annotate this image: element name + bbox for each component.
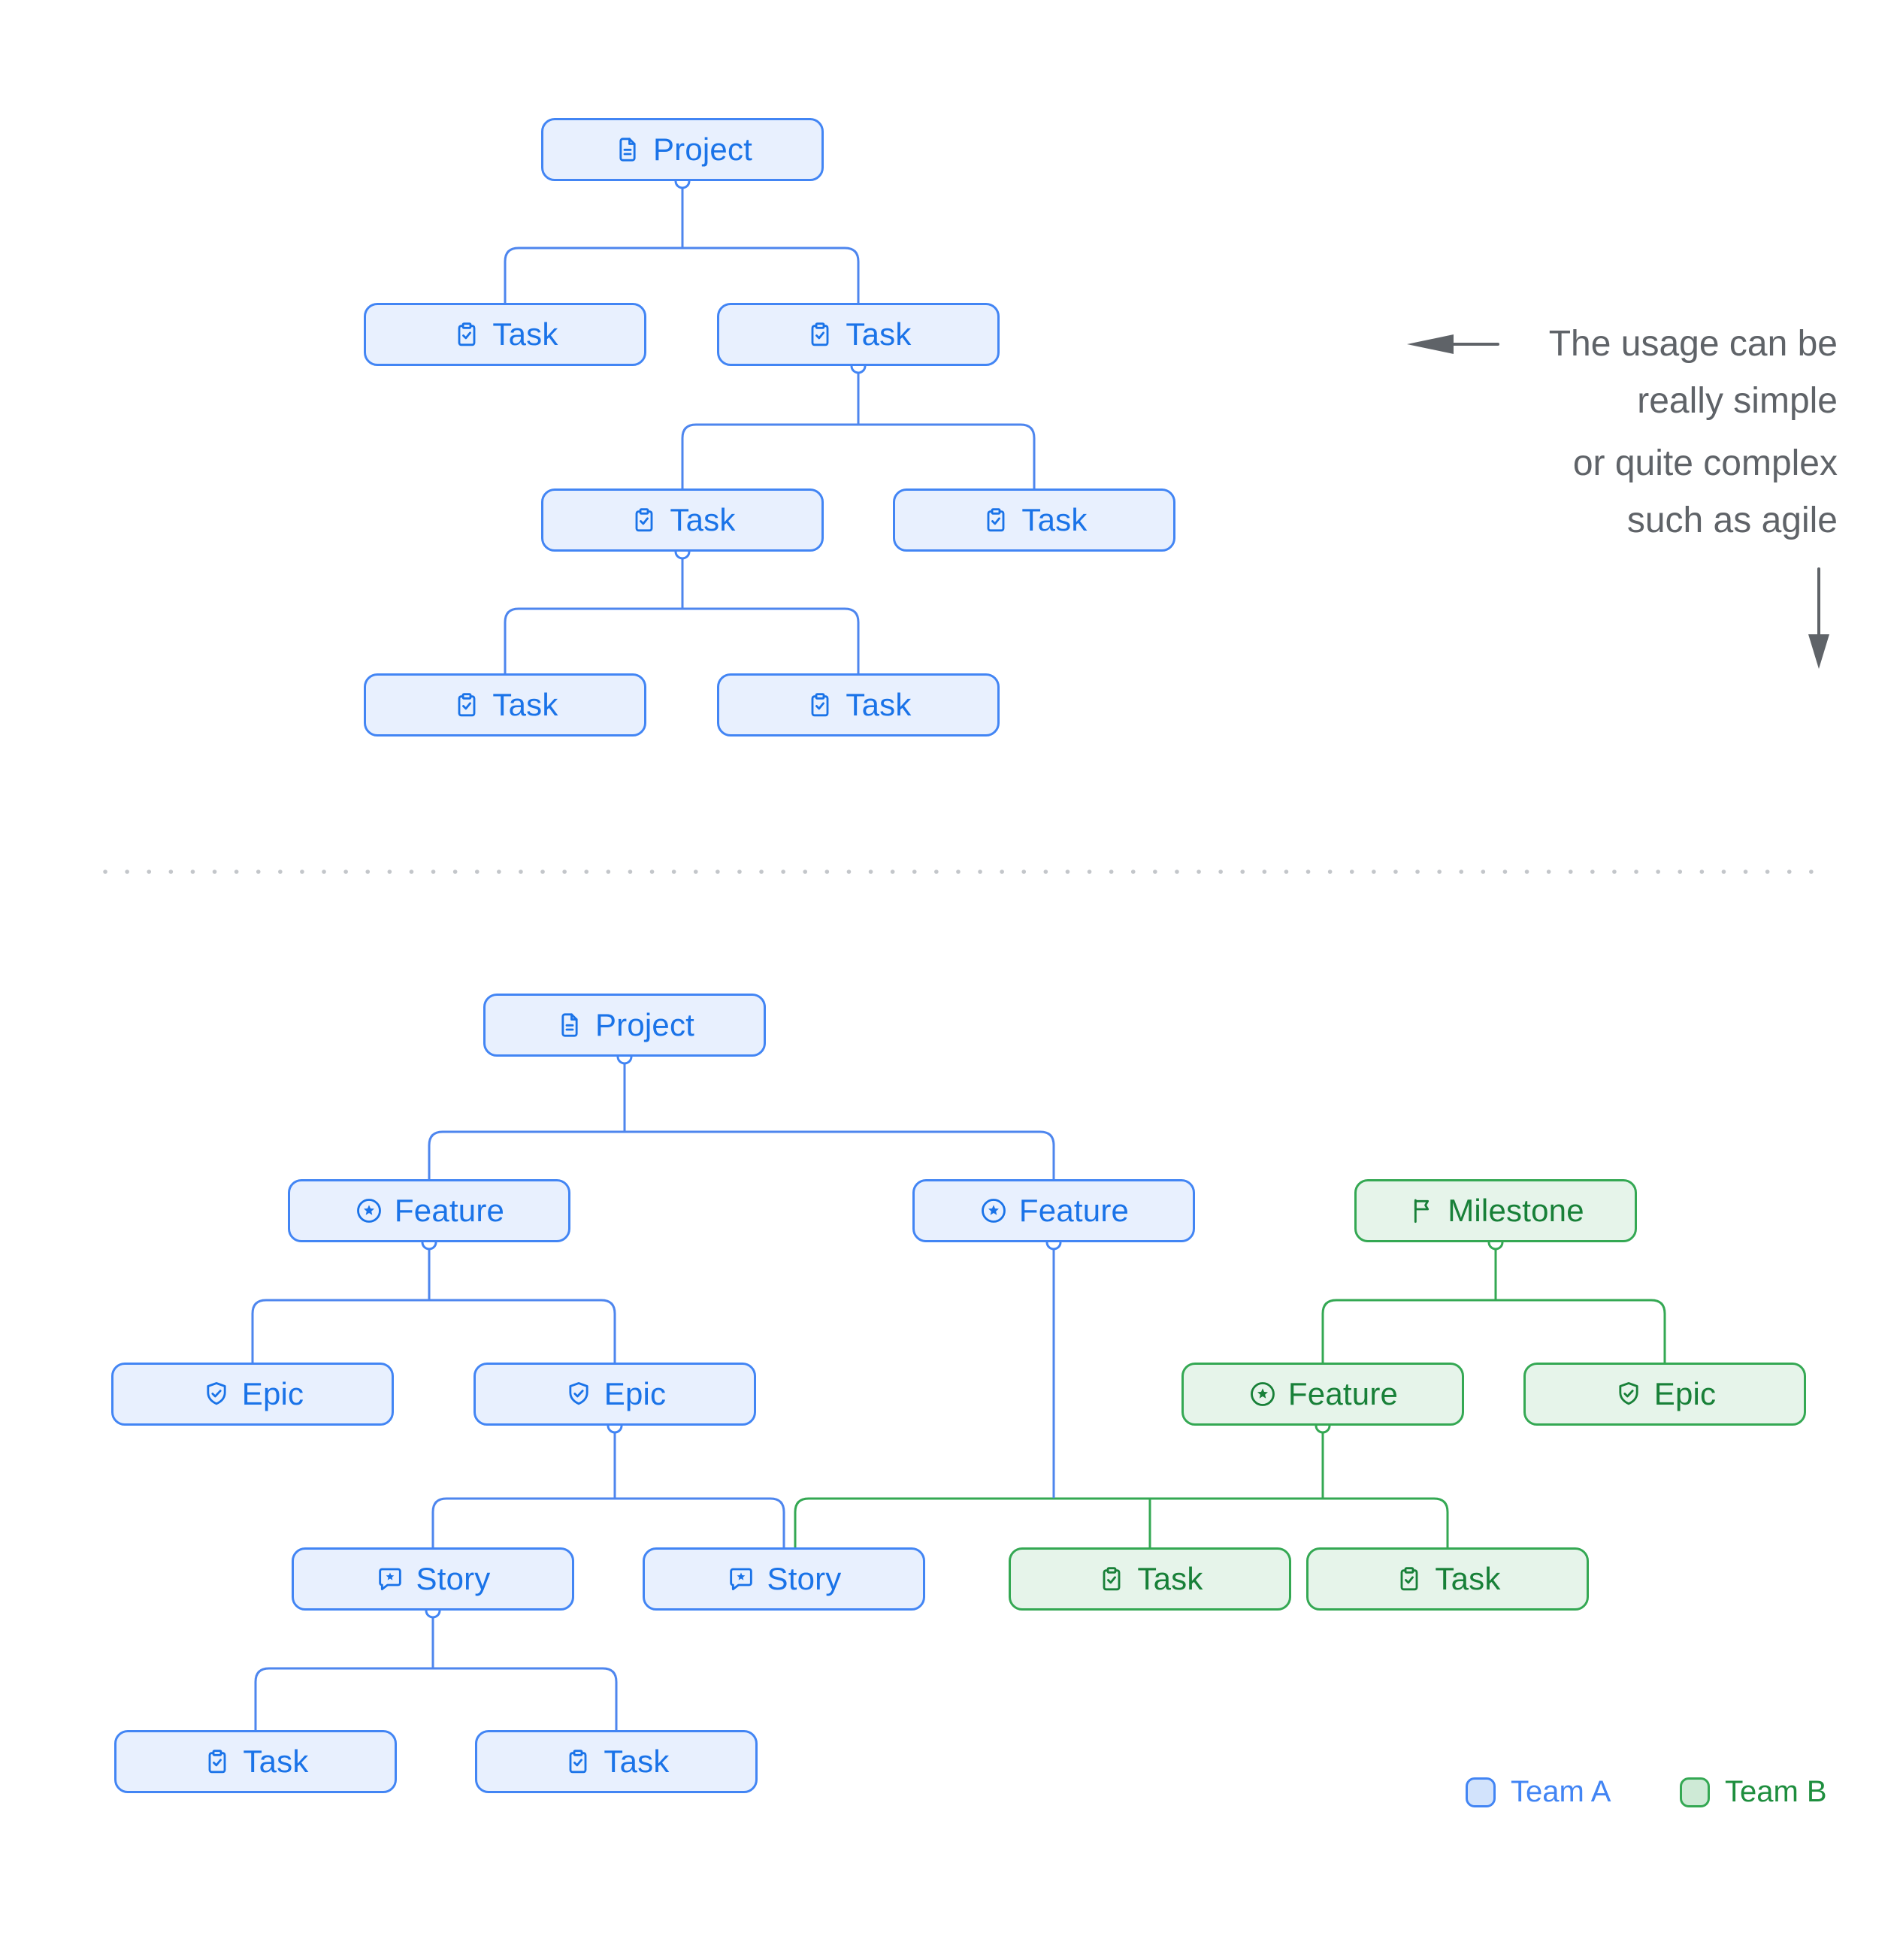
node-label: Epic [241,1376,304,1411]
node-label: Epic [604,1376,667,1411]
node-task[interactable]: Task [1009,1547,1291,1611]
node-label: Project [652,132,753,167]
doc-icon [613,135,643,165]
annotation-line: really simple [1637,381,1838,421]
connector-split [251,1241,616,1364]
node-task[interactable]: Task [1306,1547,1589,1611]
node-label: Task [846,316,912,352]
node-project[interactable]: Project [541,118,824,181]
annotation-arrows [1407,334,1829,669]
node-feature[interactable]: Feature [912,1179,1195,1242]
clipboard-icon [452,690,482,720]
doc-icon [555,1010,585,1040]
node-epic[interactable]: Epic [1523,1363,1806,1426]
node-epic[interactable]: Epic [111,1363,394,1426]
clipboard-icon [563,1747,593,1777]
node-label: Epic [1653,1376,1717,1411]
node-label: Task [846,687,912,722]
clipboard-icon [629,505,659,535]
clipboard-icon [202,1747,232,1777]
connector-split [428,1055,1055,1181]
node-task[interactable]: Task [717,673,1000,737]
feature-icon [979,1196,1009,1226]
legend-item-team-b: Team B [1680,1775,1827,1809]
node-label: Milestone [1448,1193,1584,1228]
node-label: Feature [1018,1193,1130,1228]
milestone-icon [1407,1196,1437,1226]
node-project[interactable]: Project [483,994,766,1057]
node-milestone[interactable]: Milestone [1354,1179,1637,1242]
legend-label: Team B [1725,1775,1827,1808]
story-icon [726,1564,756,1594]
connector-split [254,1609,618,1732]
annotation-line: such as agile [1626,501,1838,540]
node-label: Task [604,1744,670,1779]
epic-icon [564,1379,594,1409]
legend-label: Team A [1511,1775,1611,1808]
node-label: Task [492,316,558,352]
connector-split [431,1424,785,1549]
left-arrow-head [1407,334,1454,354]
annotation-complex: or quite complex such as agile [1573,435,1838,549]
feature-icon [354,1196,384,1226]
down-arrow-head [1808,634,1829,669]
node-task[interactable]: Task [364,673,646,737]
node-epic[interactable]: Epic [473,1363,756,1426]
epic-icon [1614,1379,1644,1409]
clipboard-icon [1394,1564,1424,1594]
node-task[interactable]: Task [114,1730,397,1793]
node-label: Feature [1287,1376,1399,1411]
connector-split [504,550,860,675]
story-icon [375,1564,405,1594]
node-label: Task [670,502,736,537]
connector-split [1321,1241,1666,1364]
node-label: Task [1021,502,1088,537]
node-feature[interactable]: Feature [1181,1363,1464,1426]
feature-icon [1248,1379,1278,1409]
node-label: Project [594,1007,695,1042]
clipboard-icon [805,690,835,720]
clipboard-icon [1097,1564,1127,1594]
annotation-simple: The usage can be really simple [1549,316,1838,430]
node-task[interactable]: Task [717,303,1000,366]
clipboard-icon [805,319,835,349]
node-label: Story [416,1561,491,1596]
team-b-swatch [1680,1777,1710,1807]
node-story[interactable]: Story [643,1547,925,1611]
epic-icon [201,1379,231,1409]
team-a-swatch [1466,1777,1496,1807]
node-label: Task [1435,1561,1501,1596]
clipboard-icon [452,319,482,349]
node-label: Feature [394,1193,505,1228]
connector-split [794,1424,1449,1549]
node-feature[interactable]: Feature [288,1179,570,1242]
node-task[interactable]: Task [364,303,646,366]
annotation-line: or quite complex [1572,443,1838,483]
clipboard-icon [981,505,1011,535]
node-task[interactable]: Task [893,488,1175,552]
connector-split [504,180,860,304]
node-task[interactable]: Task [541,488,824,552]
node-label: Task [492,687,558,722]
node-label: Task [1137,1561,1203,1596]
connector-split [681,364,1036,490]
node-story[interactable]: Story [292,1547,574,1611]
legend-item-team-a: Team A [1466,1775,1611,1809]
node-label: Story [767,1561,842,1596]
annotation-line: The usage can be [1548,324,1838,364]
node-task[interactable]: Task [475,1730,758,1793]
node-label: Task [243,1744,309,1779]
